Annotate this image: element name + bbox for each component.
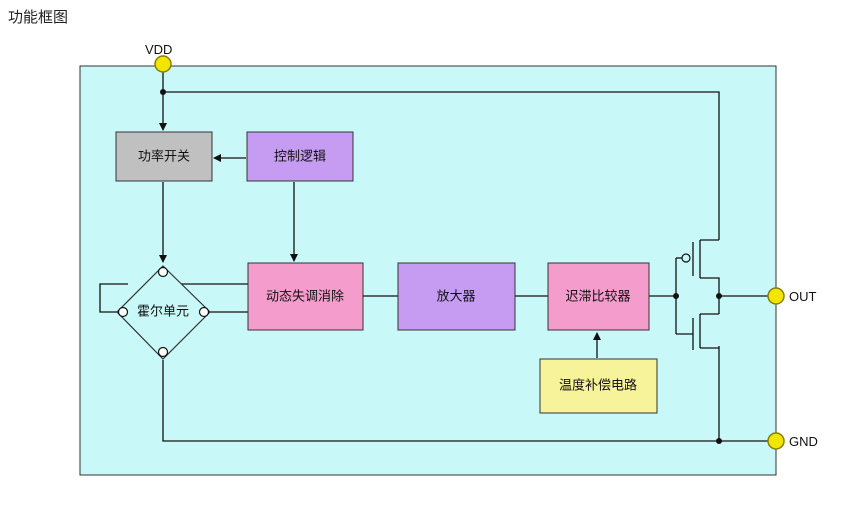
- out-label: OUT: [789, 289, 817, 304]
- gnd-pin-icon: [767, 432, 785, 450]
- vdd-label: VDD: [145, 42, 172, 57]
- control-logic-label: 控制逻辑: [274, 150, 326, 165]
- hall-diamond-icon: [116, 265, 211, 360]
- gnd-label: GND: [789, 434, 818, 449]
- block-offset-cancel: 动态失调消除: [247, 262, 364, 331]
- junctions: [160, 89, 722, 444]
- block-control-logic: 控制逻辑: [246, 131, 354, 182]
- block-comparator: 迟滞比较器: [547, 262, 650, 331]
- block-temp-comp: 温度补偿电路: [539, 358, 658, 414]
- temp-comp-label: 温度补偿电路: [559, 378, 637, 394]
- power-switch-label: 功率开关: [138, 149, 190, 165]
- comparator-label: 迟滞比较器: [565, 290, 630, 305]
- pin-gnd: GND: [767, 432, 818, 450]
- output-stage: [675, 239, 720, 350]
- vdd-pin-icon: [154, 55, 172, 73]
- diagram-title: 功能框图: [8, 8, 68, 26]
- amplifier-label: 放大器: [436, 290, 475, 305]
- block-hall-element: 霍尔单元: [116, 265, 211, 360]
- wires: [99, 64, 776, 442]
- block-power-switch: 功率开关: [115, 131, 213, 182]
- pin-out: OUT: [767, 287, 817, 305]
- wire-vdd-rail: [163, 91, 720, 240]
- wire-hall-loop: [99, 283, 128, 313]
- out-pin-icon: [767, 287, 785, 305]
- pin-vdd: VDD: [145, 42, 172, 73]
- wire-gnd-rail: [162, 360, 776, 442]
- block-amplifier: 放大器: [397, 262, 516, 331]
- pmos-bubble-icon: [681, 253, 691, 263]
- offset-cancel-label: 动态失调消除: [266, 290, 344, 305]
- hall-element-label: 霍尔单元: [137, 305, 189, 320]
